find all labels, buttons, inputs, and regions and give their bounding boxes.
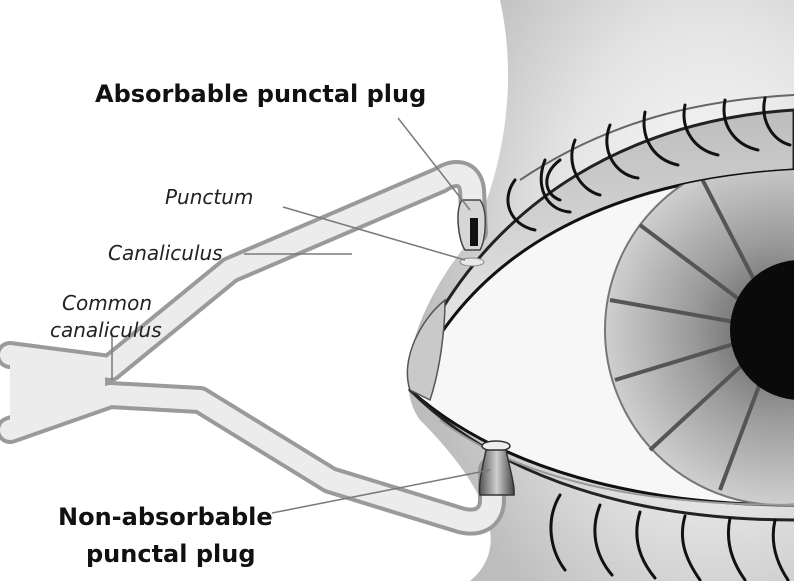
nonabsorbable-plug-label-line1: Non-absorbable xyxy=(58,503,273,531)
absorbable-plug-label: Absorbable punctal plug xyxy=(95,80,426,108)
nonabsorbable-plug-label-line2: punctal plug xyxy=(86,540,256,568)
common-canaliculus-label-line1: Common xyxy=(62,291,152,315)
canaliculus-label: Canaliculus xyxy=(108,241,223,265)
common-canaliculus-label-line2: canaliculus xyxy=(50,318,162,342)
punctum-label: Punctum xyxy=(165,185,253,209)
